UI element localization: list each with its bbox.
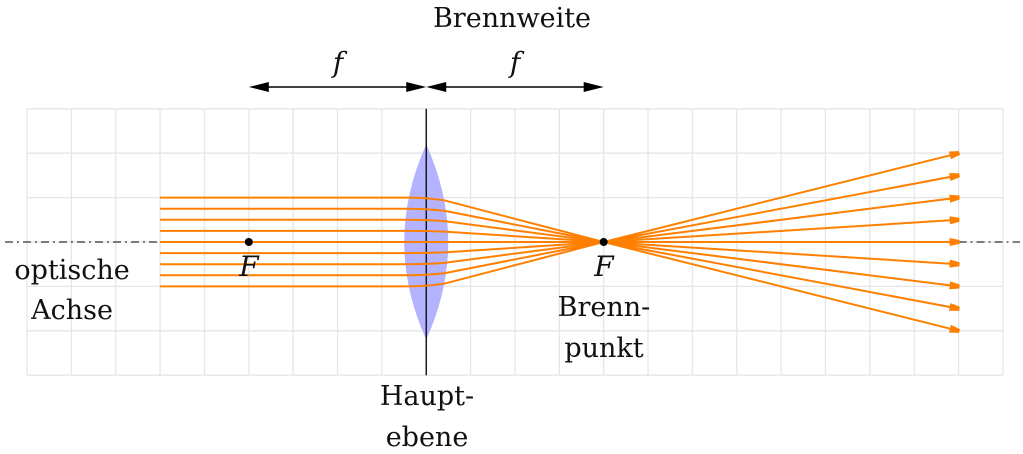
focal-length-dimensions (248, 82, 604, 92)
principal-plane-label-line2: ebene (386, 422, 469, 453)
title-label: Brennweite (433, 3, 591, 34)
focal-points (244, 238, 608, 246)
left-f-label: f (331, 46, 348, 79)
incoming-ray (160, 241, 604, 277)
outgoing-ray-arrow (603, 153, 959, 243)
left-focal-label: F (238, 250, 260, 283)
outgoing-ray-arrow (603, 241, 959, 331)
incoming-ray (160, 207, 604, 243)
outgoing-ray-arrow (603, 220, 959, 243)
left-focal-dimension-right-arrowhead (406, 82, 427, 92)
right-f-label: f (508, 46, 525, 79)
incoming-ray (160, 196, 604, 243)
outgoing-ray-arrow (603, 241, 959, 286)
left-focal-point (244, 238, 253, 246)
focal-point-label-line1: Brenn- (558, 292, 651, 323)
right-focal-dimension-left-arrowhead (426, 82, 447, 92)
incoming-ray (160, 241, 604, 288)
rays (160, 153, 958, 331)
incoming-ray (160, 241, 604, 255)
left-focal-dimension-left-arrowhead (248, 82, 269, 92)
outgoing-ray-arrow (603, 198, 959, 243)
incoming-ray (160, 218, 604, 243)
outgoing-ray-arrow (603, 241, 959, 264)
outgoing-ray-arrow (603, 175, 959, 243)
axis-label-line1: optische (14, 255, 129, 286)
principal-plane-label-line1: Haupt- (380, 381, 474, 412)
focal-point-label-line2: punkt (564, 333, 643, 364)
outgoing-ray-arrow (603, 241, 959, 309)
incoming-ray (160, 241, 604, 266)
incoming-ray (160, 229, 604, 243)
right-focal-point (599, 238, 608, 246)
axis-label-line2: Achse (30, 295, 113, 326)
right-focal-dimension-right-arrowhead (583, 82, 604, 92)
right-focal-label: F (593, 250, 615, 283)
